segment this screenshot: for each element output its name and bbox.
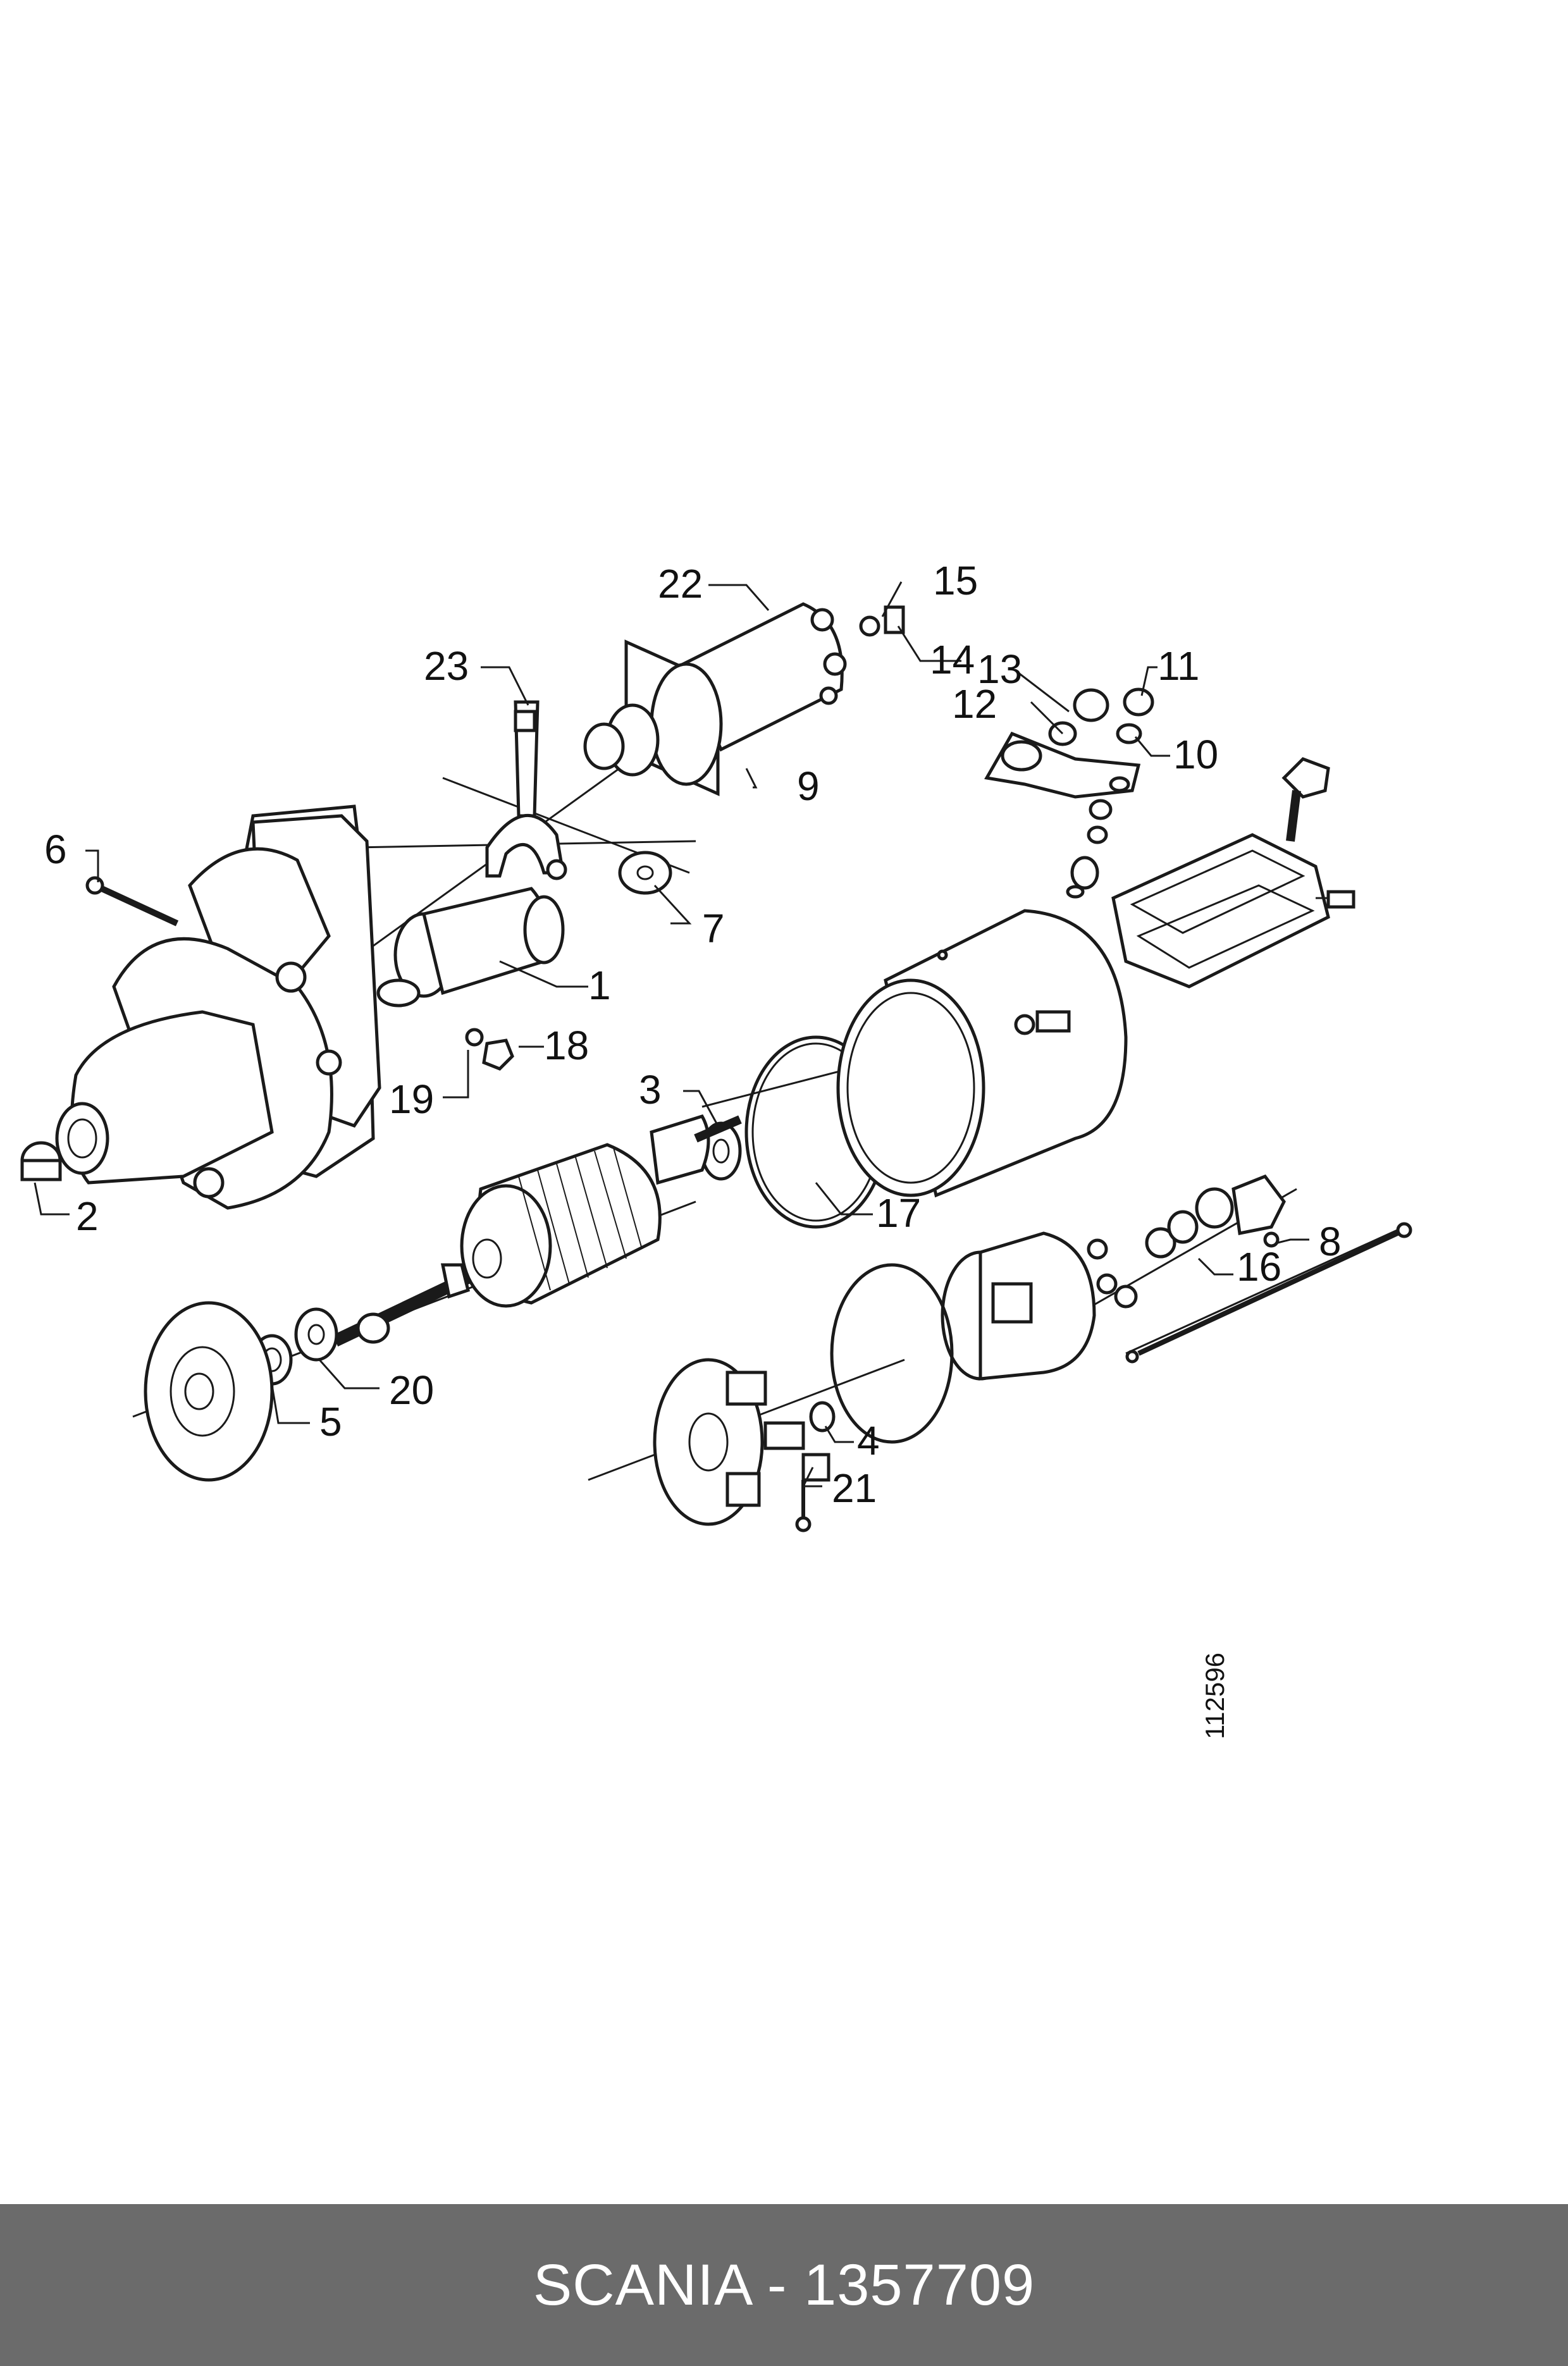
engagement-fork: [485, 700, 567, 880]
callout-12: 12: [952, 681, 997, 727]
callout-21: 21: [832, 1465, 877, 1511]
callout-8: 8: [1319, 1219, 1342, 1264]
callout-20: 20: [389, 1367, 434, 1413]
washer-7: [618, 851, 672, 895]
callout-4: 4: [857, 1418, 880, 1463]
solenoid-switch: [583, 602, 847, 796]
callout-2: 2: [76, 1193, 99, 1239]
callout-labels: 22 15 14 13 11 12 10 23 9 6 7 1 18 19 3 …: [44, 558, 1342, 1511]
part-title: SCANIA - 1357709: [533, 2252, 1035, 2317]
through-bolt: [85, 876, 179, 927]
callout-18: 18: [544, 1023, 589, 1068]
brush-spring: [809, 1401, 836, 1433]
armature: [332, 1114, 742, 1347]
callout-11: 11: [1157, 643, 1199, 689]
callout-14: 14: [930, 637, 975, 682]
callout-15: 15: [933, 558, 978, 603]
washer-20: [294, 1307, 338, 1362]
callout-22: 22: [658, 561, 703, 607]
callout-13: 13: [977, 646, 1022, 692]
callout-9: 9: [797, 763, 820, 809]
callout-16: 16: [1237, 1244, 1281, 1290]
nut-18-19: [465, 1028, 514, 1071]
callout-5: 5: [319, 1399, 342, 1445]
leader-lines: [34, 581, 1309, 1488]
carbon-brush: [795, 1453, 830, 1532]
callout-6: 6: [44, 827, 67, 872]
callout-23: 23: [424, 643, 469, 689]
end-plate: [144, 1301, 274, 1482]
callout-10: 10: [1173, 732, 1218, 777]
long-bolt: [1125, 1222, 1412, 1364]
o-ring: [830, 1263, 954, 1444]
field-coils: [1111, 757, 1355, 989]
brush-plate: [653, 1358, 805, 1526]
terminal-hardware: [859, 605, 1154, 899]
commutator-end-frame: [941, 1174, 1286, 1381]
drawing-number: 112596: [1200, 1653, 1230, 1739]
footer-banner: SCANIA - 1357709: [0, 2204, 1568, 2366]
bushing: [20, 1141, 62, 1181]
callout-19: 19: [389, 1076, 434, 1122]
exploded-parts-diagram: 22 15 14 13 11 12 10 23 9 6 7 1 18 19 3 …: [20, 558, 1412, 1739]
callout-3: 3: [639, 1067, 662, 1112]
yoke-housing: [836, 909, 1128, 1198]
callout-17: 17: [876, 1190, 921, 1236]
drive-pinion: [376, 887, 565, 1007]
callout-7: 7: [702, 906, 725, 951]
callout-1: 1: [588, 963, 611, 1008]
drive-end-housing: [55, 804, 381, 1210]
